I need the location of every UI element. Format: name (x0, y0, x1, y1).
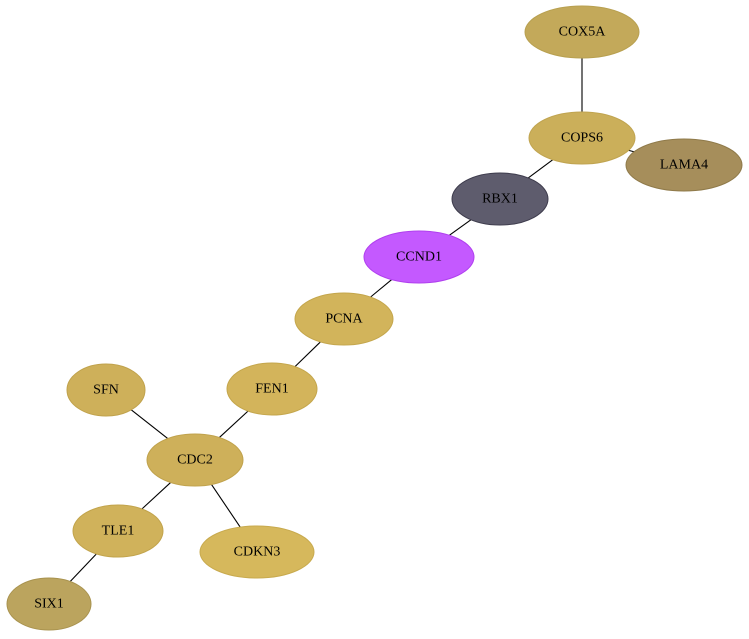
node-label: SFN (93, 383, 119, 398)
edge-pcna-fen1 (294, 341, 321, 368)
node-cdkn3[interactable]: CDKN3 (199, 525, 315, 579)
node-ellipse[interactable] (528, 111, 636, 165)
node-label: PCNA (325, 312, 363, 327)
edges-layer (69, 58, 635, 582)
node-ellipse[interactable] (199, 525, 315, 579)
node-ellipse[interactable] (294, 292, 394, 346)
node-ellipse[interactable] (451, 172, 549, 226)
node-tle1[interactable]: TLE1 (72, 504, 164, 558)
node-sfn[interactable]: SFN (66, 363, 146, 417)
node-pcna[interactable]: PCNA (294, 292, 394, 346)
node-label: TLE1 (102, 524, 135, 539)
edge-cdc2-tle1 (141, 482, 172, 510)
node-label: CDKN3 (234, 545, 281, 560)
edge-ccnd1-pcna (370, 279, 393, 298)
node-label: CDC2 (177, 453, 213, 468)
node-ellipse[interactable] (226, 362, 318, 416)
edge-sfn-cdc2 (130, 409, 169, 440)
node-cdc2[interactable]: CDC2 (146, 433, 244, 487)
node-ellipse[interactable] (524, 5, 640, 59)
node-label: COPS6 (561, 131, 603, 146)
edge-tle1-six1 (69, 553, 97, 582)
edge-fen1-cdc2 (218, 410, 249, 438)
node-six1[interactable]: SIX1 (6, 577, 92, 631)
node-ellipse[interactable] (625, 138, 743, 192)
node-cox5a[interactable]: COX5A (524, 5, 640, 59)
edge-cdc2-cdkn3 (211, 484, 241, 528)
edge-cops6-rbx1 (527, 159, 554, 179)
node-label: FEN1 (255, 382, 288, 397)
node-ellipse[interactable] (146, 433, 244, 487)
node-cops6[interactable]: COPS6 (528, 111, 636, 165)
node-ellipse[interactable] (66, 363, 146, 417)
node-label: SIX1 (34, 597, 64, 612)
node-rbx1[interactable]: RBX1 (451, 172, 549, 226)
node-label: COX5A (559, 25, 607, 40)
node-label: LAMA4 (660, 158, 708, 173)
node-lama4[interactable]: LAMA4 (625, 138, 743, 192)
node-label: RBX1 (482, 192, 518, 207)
edge-cops6-lama4 (628, 149, 635, 153)
edge-rbx1-ccnd1 (448, 219, 472, 236)
node-ccnd1[interactable]: CCND1 (363, 230, 475, 284)
node-fen1[interactable]: FEN1 (226, 362, 318, 416)
node-ellipse[interactable] (6, 577, 92, 631)
node-ellipse[interactable] (72, 504, 164, 558)
node-label: CCND1 (396, 250, 442, 265)
node-ellipse[interactable] (363, 230, 475, 284)
